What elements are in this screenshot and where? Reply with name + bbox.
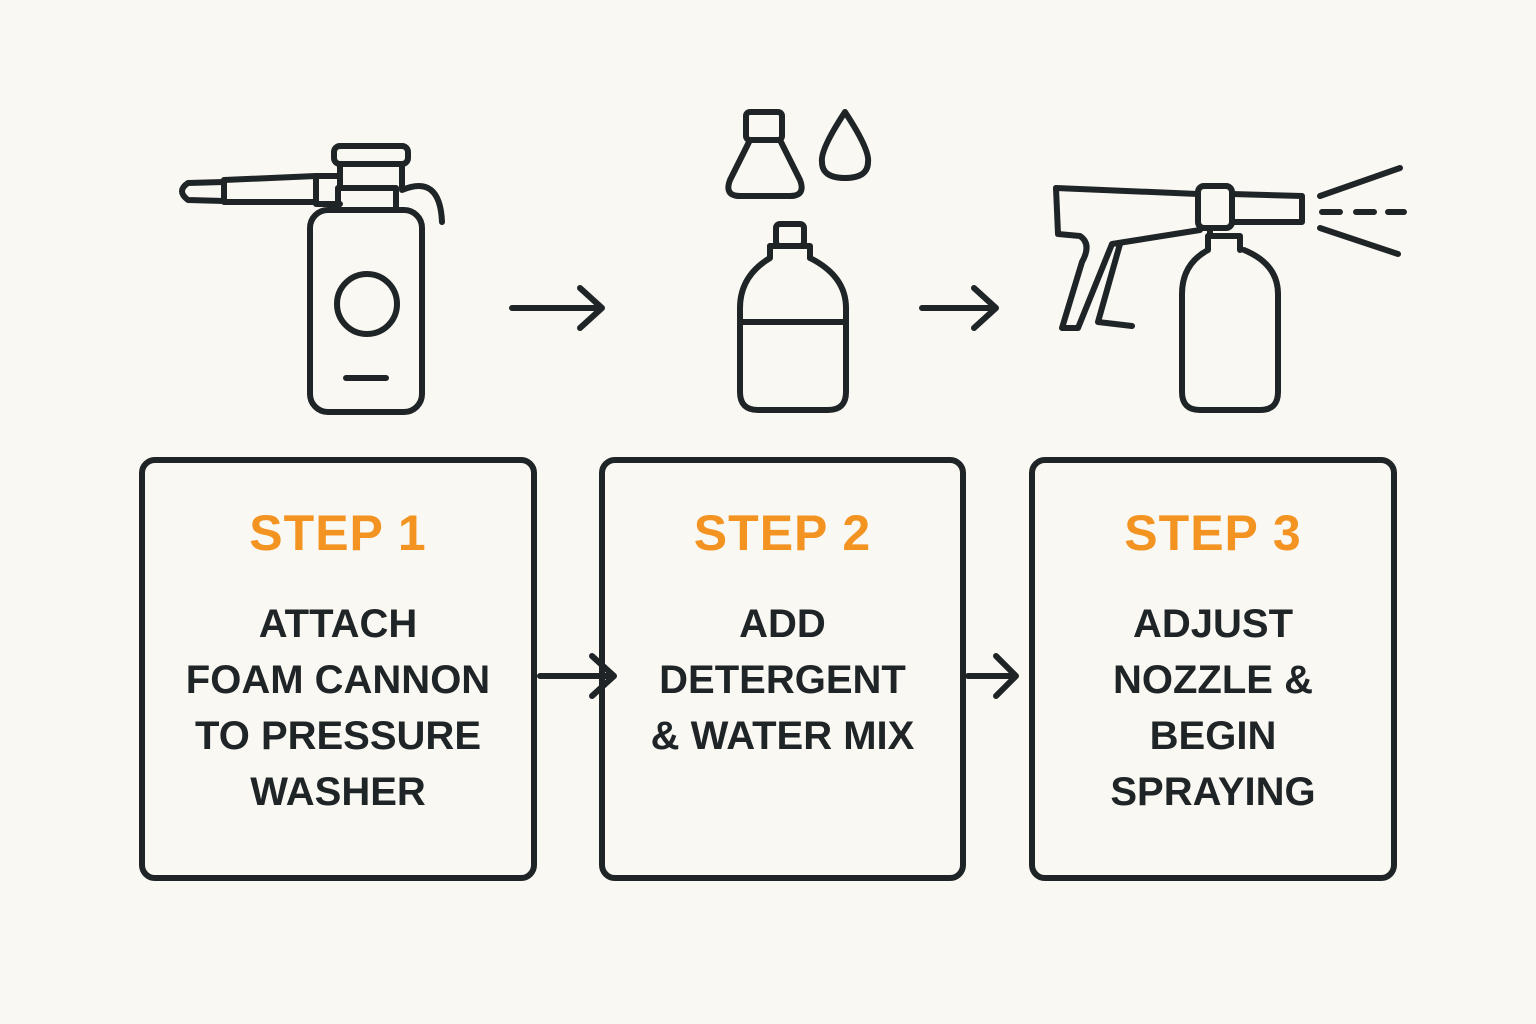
- arrow-right-icon: [965, 653, 1019, 699]
- arrow-right-icon: [919, 285, 999, 331]
- step-title: STEP 2: [693, 505, 872, 561]
- step-instruction: ATTACH FOAM CANNON TO PRESSURE WASHER: [185, 602, 491, 814]
- arrow-right-icon: [509, 285, 605, 331]
- step-2-box: STEP 2 ADD DETERGENT & WATER MIX: [599, 457, 966, 881]
- detergent-bottle-icon: [725, 109, 872, 413]
- step-1-box: STEP 1 ATTACH FOAM CANNON TO PRESSURE WA…: [139, 457, 537, 881]
- step-instruction: ADJUST NOZZLE & BEGIN SPRAYING: [1110, 602, 1316, 814]
- step-instruction: ADD DETERGENT & WATER MIX: [650, 602, 915, 758]
- step-title: STEP 3: [1124, 505, 1302, 561]
- step-title: STEP 1: [249, 505, 427, 561]
- spray-gun-icon: [1053, 165, 1407, 413]
- foam-cannon-icon: [179, 143, 445, 415]
- step-3-box: STEP 3 ADJUST NOZZLE & BEGIN SPRAYING: [1029, 457, 1397, 881]
